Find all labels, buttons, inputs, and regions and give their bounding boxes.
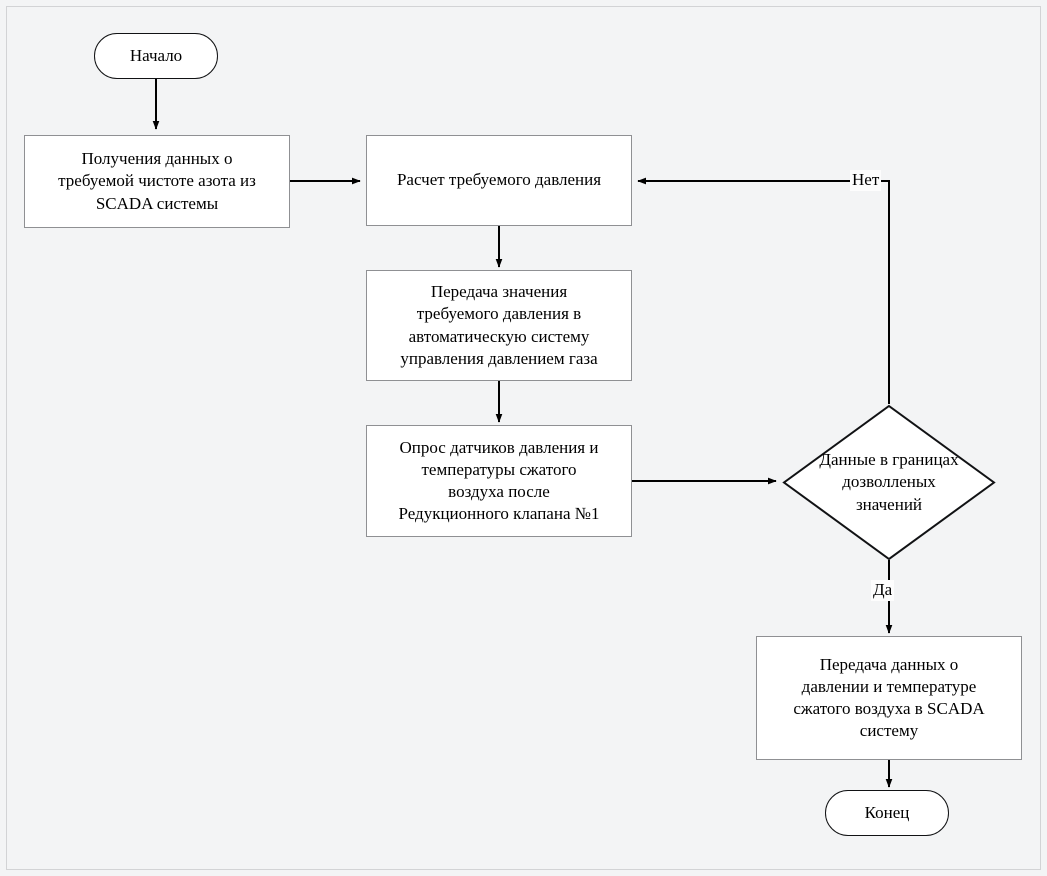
node-send-scada[interactable]: Передача данных о давлении и температуре…	[756, 636, 1022, 760]
node-get-data[interactable]: Получения данных о требуемой чистоте азо…	[24, 135, 290, 228]
node-start-label: Начало	[129, 45, 183, 65]
node-decision-label: Данные в границах дозволленых значений	[819, 450, 959, 514]
node-poll-sensors-label: Опрос датчиков давления и температуры сж…	[398, 437, 600, 524]
node-send-scada-label: Передача данных о давлении и температуре…	[793, 654, 985, 741]
node-decision[interactable]: Данные в границах дозволленых значений	[782, 404, 996, 561]
edge-label-yes: Да	[871, 580, 895, 601]
node-get-data-label: Получения данных о требуемой чистоте азо…	[58, 149, 256, 213]
node-calc-pressure[interactable]: Расчет требуемого давления	[366, 135, 632, 226]
decision-diamond-shape	[782, 404, 996, 561]
node-send-value[interactable]: Передача значения требуемого давления в …	[366, 270, 632, 381]
node-calc-pressure-label: Расчет требуемого давления	[396, 170, 602, 190]
node-poll-sensors[interactable]: Опрос датчиков давления и температуры сж…	[366, 425, 632, 537]
edge-label-no: Нет	[850, 170, 882, 191]
node-start[interactable]: Начало	[94, 33, 218, 79]
edge-decision-no-to-calc	[637, 177, 890, 404]
node-end-label: Конец	[864, 802, 910, 822]
node-send-value-label: Передача значения требуемого давления в …	[400, 282, 598, 368]
node-end[interactable]: Конец	[825, 790, 949, 836]
